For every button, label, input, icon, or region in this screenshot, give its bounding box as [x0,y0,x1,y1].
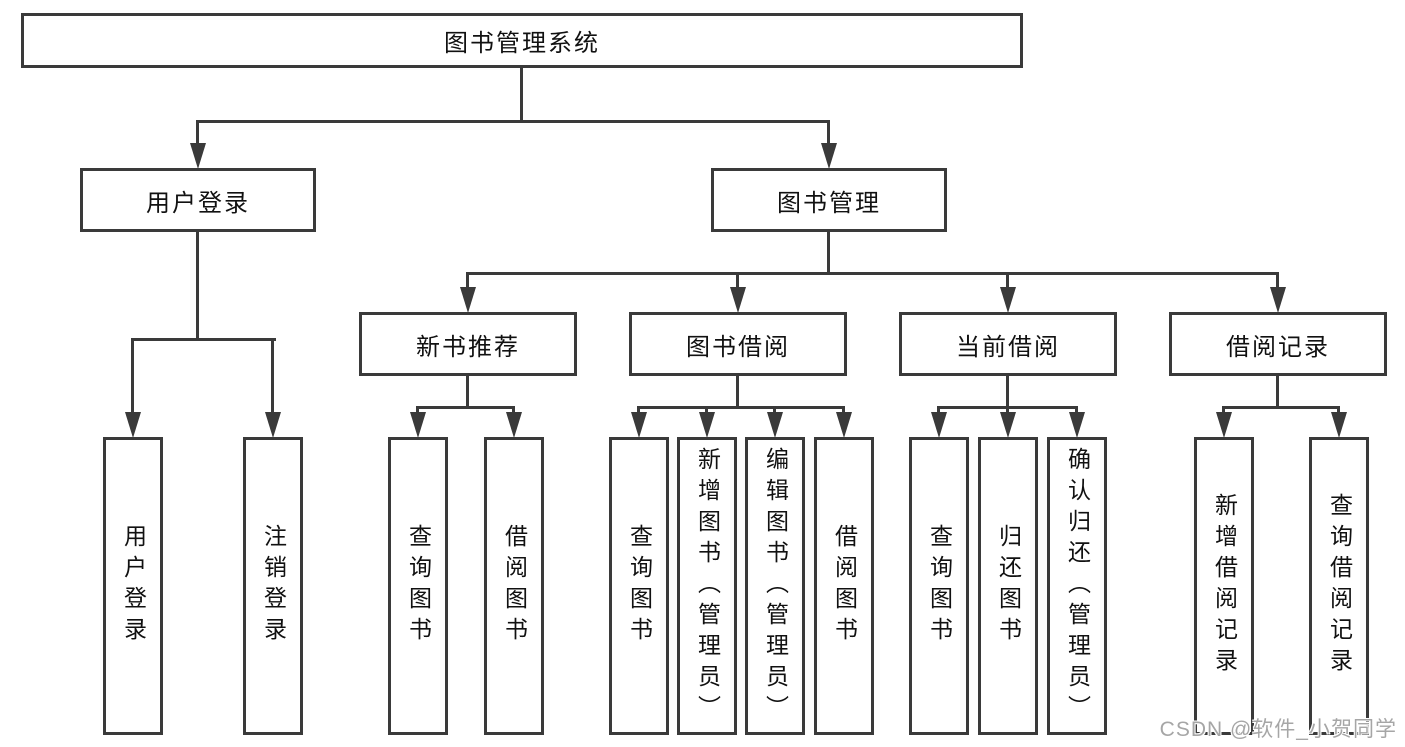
connector-line [736,272,739,290]
arrow-down-icon [125,412,141,438]
arrow-down-icon [1270,287,1286,313]
connector-line [1006,406,1009,416]
node-label: 查询图书 [926,524,953,648]
node-label: 借阅图书 [501,524,528,648]
connector-line [466,376,469,409]
connector-line [271,338,274,416]
leaf-return-books: 归还图书 [978,437,1038,735]
connector-line [196,232,199,340]
arrow-down-icon [190,143,206,169]
node-new-book-recommend: 新书推荐 [359,312,577,376]
node-label: 图书管理 [777,189,881,217]
connector-line [131,338,134,416]
connector-line [1006,376,1009,409]
arrow-down-icon [821,143,837,169]
arrow-down-icon [1069,412,1085,438]
watermark-text: CSDN @软件_小贺同学 [1159,718,1397,741]
arrow-down-icon [631,412,647,438]
connector-line [416,406,419,416]
arrow-down-icon [265,412,281,438]
arrow-down-icon [767,412,783,438]
connector-line [1276,376,1279,409]
connector-line [1006,272,1009,290]
arrow-down-icon [1000,287,1016,313]
connector-line [416,406,515,409]
arrow-down-icon [460,287,476,313]
node-label: 新书推荐 [416,333,520,361]
node-label: 注销登录 [260,524,287,648]
connector-line [1222,406,1340,409]
connector-line [1075,406,1078,416]
connector-line [466,272,1279,275]
connector-line [637,406,640,416]
node-label: 查询借阅记录 [1326,493,1353,679]
arrow-down-icon [931,412,947,438]
node-label: 借阅记录 [1226,333,1330,361]
node-label: 归还图书 [995,524,1022,648]
leaf-query-books-borrow: 查询图书 [609,437,669,735]
leaf-borrow-books-recommend: 借阅图书 [484,437,544,735]
node-label: 图书管理系统 [444,30,600,57]
node-user-login: 用户登录 [80,168,316,232]
arrow-down-icon [699,412,715,438]
connector-line [131,338,276,341]
connector-line [1276,272,1279,290]
connector-line [827,120,830,148]
connector-line [937,406,1078,409]
leaf-add-books-admin: 新增图书（管理员） [677,437,737,735]
node-label: 借阅图书 [831,524,858,648]
node-label: 用户登录 [120,524,147,648]
leaf-edit-books-admin: 编辑图书（管理员） [745,437,805,735]
arrow-down-icon [836,412,852,438]
connector-line [512,406,515,416]
node-label: 查询图书 [626,524,653,648]
connector-line [1337,406,1340,416]
leaf-query-books-recommend: 查询图书 [388,437,448,735]
leaf-add-borrow-record: 新增借阅记录 [1194,437,1254,735]
leaf-user-login: 用户登录 [103,437,163,735]
connector-line [637,406,845,409]
arrow-down-icon [410,412,426,438]
arrow-down-icon [730,287,746,313]
node-label: 图书借阅 [686,333,790,361]
arrow-down-icon [1331,412,1347,438]
leaf-confirm-return-admin: 确认归还（管理员） [1047,437,1107,735]
node-book-borrow: 图书借阅 [629,312,847,376]
connector-line [736,376,739,409]
node-label: 编辑图书（管理员） [762,446,789,726]
node-label: 新增借阅记录 [1211,493,1238,679]
node-borrow-record: 借阅记录 [1169,312,1387,376]
arrow-down-icon [506,412,522,438]
connector-line [196,120,199,148]
connector-line [705,406,708,416]
leaf-query-borrow-record: 查询借阅记录 [1309,437,1369,735]
connector-line [466,272,469,290]
node-label: 用户登录 [146,189,250,217]
node-label: 查询图书 [405,524,432,648]
connector-line [937,406,940,416]
leaf-borrow-books: 借阅图书 [814,437,874,735]
arrow-down-icon [1216,412,1232,438]
node-label: 确认归还（管理员） [1064,446,1091,726]
leaf-logout: 注销登录 [243,437,303,735]
connector-line [773,406,776,416]
leaf-query-books-current: 查询图书 [909,437,969,735]
connector-line [827,232,830,275]
node-current-borrow: 当前借阅 [899,312,1117,376]
connector-line [842,406,845,416]
connector-line [196,120,830,123]
node-root-library-system: 图书管理系统 [21,13,1023,68]
node-label: 当前借阅 [956,333,1060,361]
arrow-down-icon [1000,412,1016,438]
node-book-management: 图书管理 [711,168,947,232]
connector-line [1222,406,1225,416]
connector-line [520,68,523,123]
node-label: 新增图书（管理员） [694,446,721,726]
